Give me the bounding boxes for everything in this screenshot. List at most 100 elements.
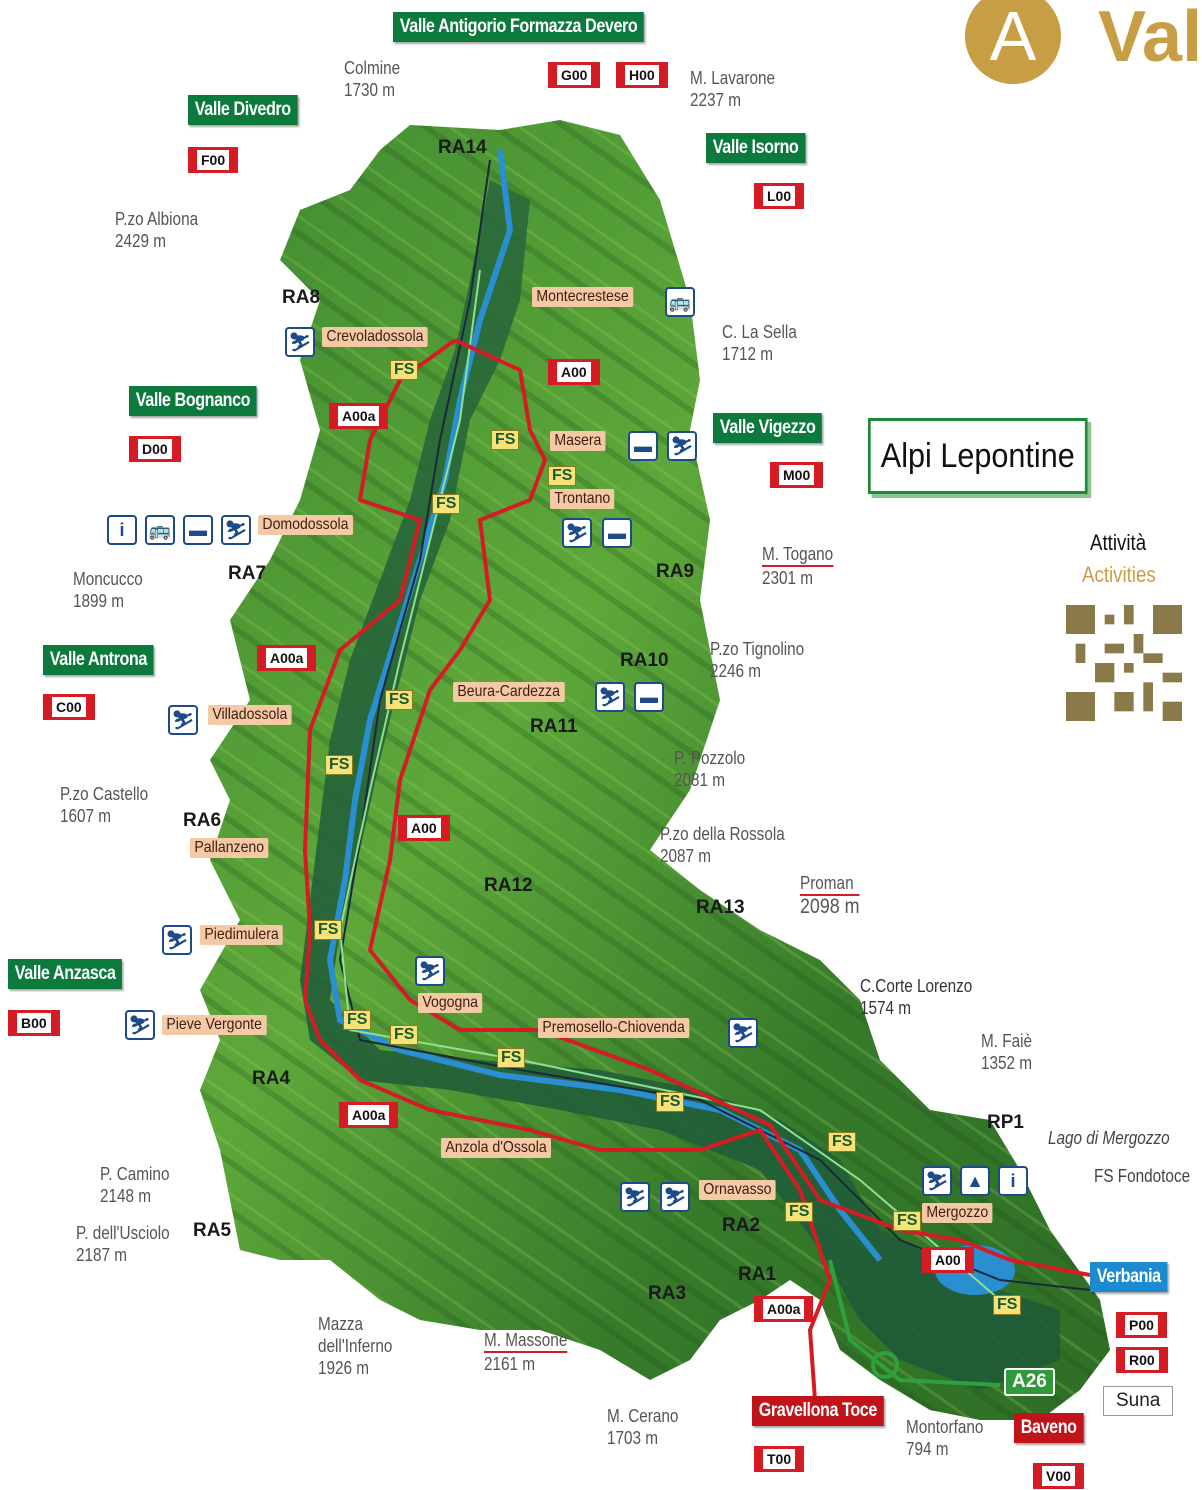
station-fs: FS <box>785 1202 814 1222</box>
town-anzola[interactable]: Anzola d'Ossola <box>441 1138 552 1158</box>
hiker-icon[interactable]: ⛷ <box>728 1018 758 1048</box>
destination-baveno: Baveno <box>1014 1413 1084 1443</box>
valley-bognanco: Valle Bognanco <box>129 386 257 416</box>
town-vogogna[interactable]: Vogogna <box>418 993 483 1013</box>
station-fs: FS <box>656 1092 685 1112</box>
town-premosello[interactable]: Premosello-Chiovenda <box>538 1018 690 1038</box>
route-code: A00a <box>257 645 317 671</box>
code-p00: P00 <box>1116 1312 1167 1338</box>
route-code: A00 <box>922 1247 974 1273</box>
destination-verbania: Verbania <box>1090 1262 1168 1292</box>
hiker-icon[interactable]: ⛷ <box>562 518 592 548</box>
town-piedimulera[interactable]: Piedimulera <box>200 925 284 945</box>
station-fs: FS <box>390 1025 419 1045</box>
range-label: Alpi Lepontine <box>868 418 1088 494</box>
town-pieve-vergonte[interactable]: Pieve Vergonte <box>162 1015 267 1035</box>
qr-code-icon[interactable] <box>1064 605 1184 721</box>
hiker-icon[interactable]: ⛷ <box>285 327 315 357</box>
valley-vigezzo: Valle Vigezzo <box>713 413 823 443</box>
station-fs: FS <box>314 920 343 940</box>
hiker-icon[interactable]: ⛷ <box>415 956 445 986</box>
hiker-icon[interactable]: ⛷ <box>125 1010 155 1040</box>
refuge-ra7: RA7 <box>228 563 267 584</box>
route-code: A00 <box>398 815 450 841</box>
refuge-ra2: RA2 <box>722 1215 761 1236</box>
station-fs: FS <box>548 466 577 486</box>
bed-icon[interactable]: ▬ <box>183 515 213 545</box>
refuge-ra11: RA11 <box>530 716 578 737</box>
station-fs: FS <box>993 1295 1022 1315</box>
refuge-ra10: RA10 <box>620 650 669 671</box>
town-crevoladossola[interactable]: Crevoladossola <box>322 327 428 347</box>
code-r00: R00 <box>1116 1347 1168 1373</box>
code-d00: D00 <box>129 436 181 462</box>
valley-divedro: Valle Divedro <box>188 95 298 125</box>
hiker-icon[interactable]: ⛷ <box>620 1182 650 1212</box>
station-fs: FS <box>491 430 520 450</box>
station-fs: FS <box>828 1132 857 1152</box>
hiker-icon[interactable]: ⛷ <box>221 515 251 545</box>
hiker-icon[interactable]: ⛷ <box>162 925 192 955</box>
town-domodossola[interactable]: Domodossola <box>258 515 353 535</box>
town-beura-cardezza[interactable]: Beura-Cardezza <box>453 682 565 702</box>
hiker-icon[interactable]: ⛷ <box>168 705 198 735</box>
motorway-a26: A26 <box>1004 1368 1055 1396</box>
route-code: A00a <box>339 1102 399 1128</box>
refuge-ra12: RA12 <box>484 875 533 896</box>
hiking-route-a00 <box>302 338 1091 1401</box>
code-g00: G00 <box>548 62 601 88</box>
refuge-ra4: RA4 <box>252 1068 291 1089</box>
hiker-icon[interactable]: ⛷ <box>595 682 625 712</box>
code-f00: F00 <box>188 147 239 173</box>
activities-it: Attività <box>1090 530 1147 555</box>
bed-icon[interactable]: ▬ <box>602 518 632 548</box>
refuge-ra13: RA13 <box>696 897 745 918</box>
hiker-icon[interactable]: ⛷ <box>667 431 697 461</box>
station-fs: FS <box>325 755 354 775</box>
town-trontano[interactable]: Trontano <box>550 489 615 509</box>
code-c00: C00 <box>43 694 95 720</box>
valley-antrona: Valle Antrona <box>43 645 154 675</box>
destination-gravellona: Gravellona Toce <box>752 1396 884 1426</box>
info-icon[interactable]: i <box>107 515 137 545</box>
town-pallanzeno[interactable]: Pallanzeno <box>190 838 269 858</box>
route-code: A00 <box>548 359 600 385</box>
code-m00: M00 <box>770 462 824 488</box>
station-fs: FS <box>385 690 414 710</box>
bus-icon[interactable]: 🚌 <box>145 515 175 545</box>
code-l00: L00 <box>754 183 805 209</box>
town-masera[interactable]: Masera <box>550 431 606 451</box>
bus-icon[interactable]: 🚌 <box>665 287 695 317</box>
town-montecrestese[interactable]: Montecrestese <box>532 287 634 307</box>
destination-suna: Suna <box>1103 1386 1174 1416</box>
town-mergozzo[interactable]: Mergozzo <box>922 1203 993 1223</box>
refuge-ra1: RA1 <box>738 1264 777 1285</box>
station-fs: FS <box>432 494 461 514</box>
bed-icon[interactable]: ▬ <box>628 431 658 461</box>
station-fondotoce: FS Fondotoce <box>1094 1166 1191 1186</box>
activities-en: Activities <box>1082 562 1156 587</box>
bed-icon[interactable]: ▬ <box>634 682 664 712</box>
town-ornavasso[interactable]: Ornavasso <box>699 1180 776 1200</box>
camp-icon[interactable]: ▲ <box>960 1166 990 1196</box>
hiker-icon[interactable]: ⛷ <box>922 1166 952 1196</box>
lake-label: Lago di Mergozzo <box>1048 1128 1170 1148</box>
valley-antigorio: Valle Antigorio Formazza Devero <box>393 12 645 42</box>
route-code: A00a <box>754 1296 814 1322</box>
info-icon[interactable]: i <box>998 1166 1028 1196</box>
town-villadossola[interactable]: Villadossola <box>208 705 292 725</box>
hiker-icon[interactable]: ⛷ <box>660 1182 690 1212</box>
